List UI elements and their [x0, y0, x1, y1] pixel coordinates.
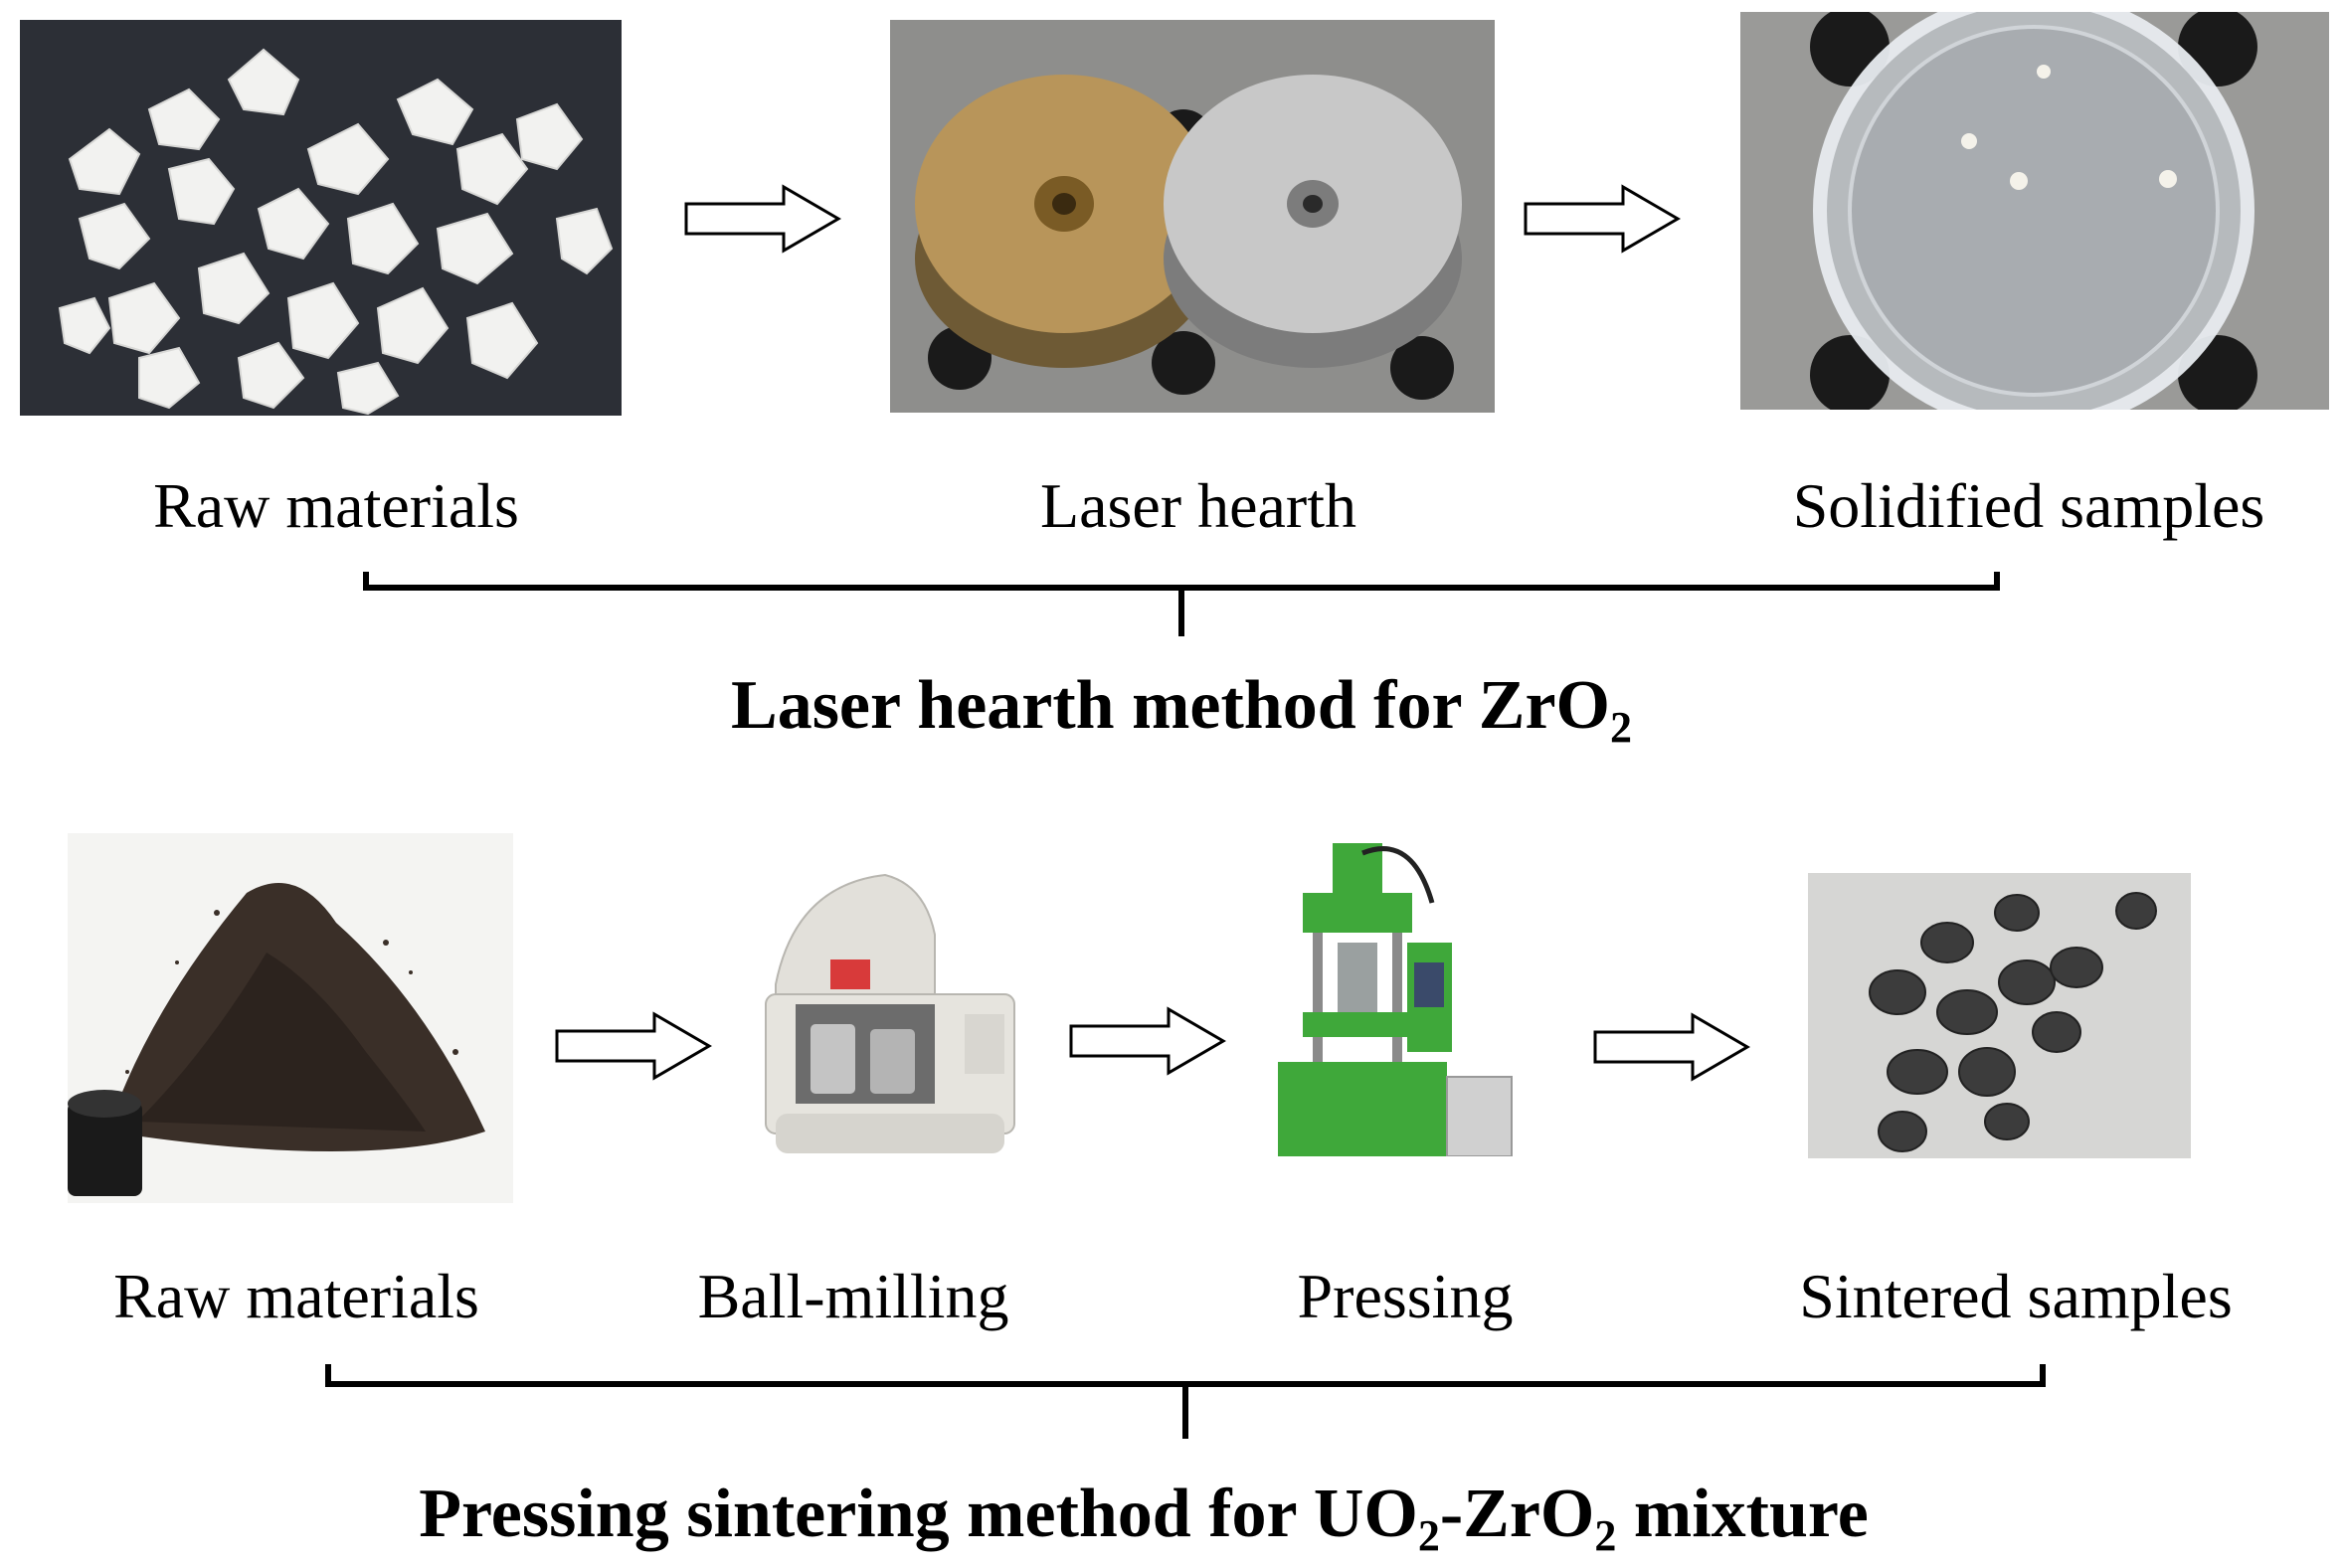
step-label-ball-milling: Ball-milling [697, 1261, 1009, 1331]
section-title-laser-hearth-method: Laser hearth method for ZrO2 [731, 667, 1632, 752]
laser-hearth-photo [890, 20, 1495, 413]
raw-materials-zro2-photo [20, 20, 622, 416]
raw-materials-powder-photo [68, 833, 513, 1203]
step-label-pressing: Pressing [1297, 1261, 1514, 1331]
flow-arrow-icon [684, 184, 841, 254]
ball-milling-machine-photo [736, 865, 1034, 1163]
grouping-bracket [363, 572, 2000, 636]
solidified-samples-photo [1740, 12, 2329, 410]
step-label-sintered-samples: Sintered samples [1799, 1261, 2233, 1331]
pressing-machine-photo [1263, 843, 1527, 1156]
flow-arrow-icon [1069, 1006, 1226, 1076]
grouping-bracket [325, 1364, 2046, 1439]
step-label-raw-materials: Raw materials [113, 1261, 479, 1331]
step-label-laser-hearth: Laser hearth [1039, 470, 1357, 541]
flow-arrow-icon [555, 1011, 712, 1081]
step-label-solidified-samples: Solidified samples [1792, 470, 2265, 541]
flow-arrow-icon [1524, 184, 1681, 254]
step-label-raw-materials: Raw materials [153, 470, 519, 541]
sintered-samples-photo [1808, 873, 2191, 1158]
flow-arrow-icon [1593, 1012, 1750, 1082]
section-title-pressing-sintering-method: Pressing sintering method for UO2-ZrO2 m… [419, 1476, 1869, 1560]
